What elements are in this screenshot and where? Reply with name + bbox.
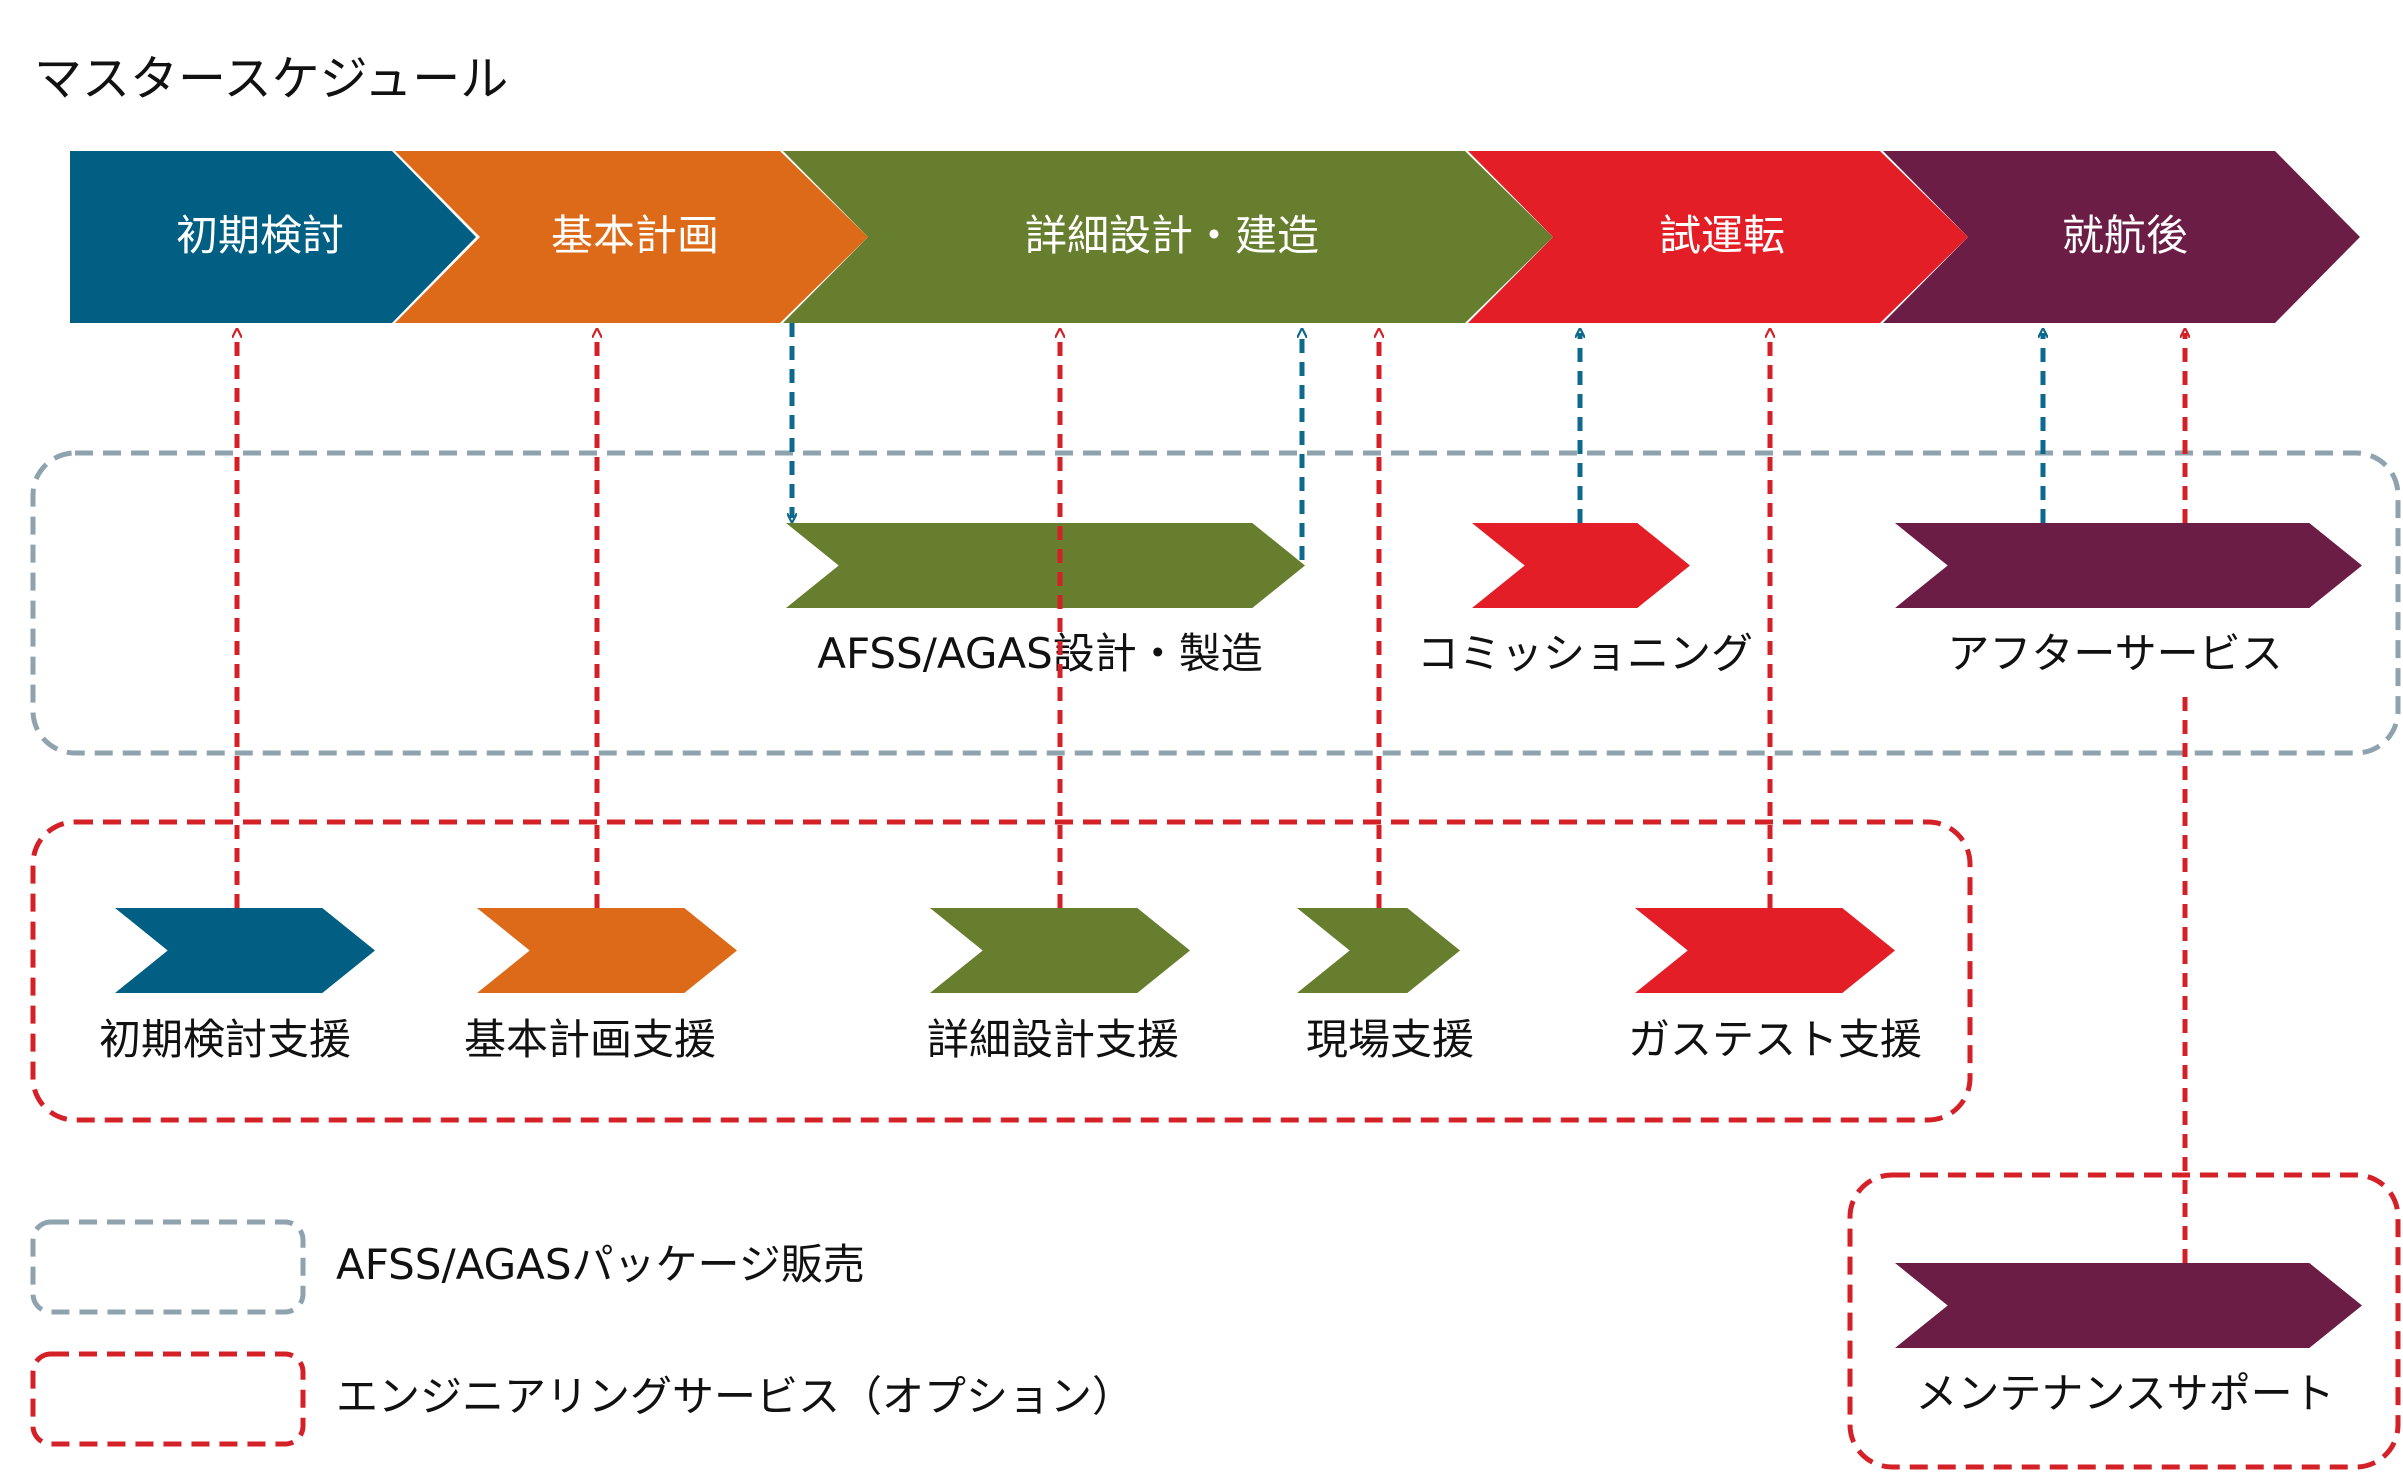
- legend-label-engineering: エンジニアリングサービス（オプション）: [336, 1372, 1134, 1421]
- package-label-1: AFSS/AGAS設計・製造: [817, 629, 1263, 678]
- phase-arrow-5: [1883, 151, 2360, 323]
- legend-swatch-engineering: [30, 1351, 306, 1447]
- engineering-label-1: 初期検討支援: [99, 1015, 351, 1064]
- phase-arrow-4: [1468, 151, 1968, 323]
- legend-swatch-package: [30, 1219, 306, 1315]
- maintenance-label: メンテナンスサポート: [1915, 1369, 2334, 1418]
- phase-label-4: 試運転: [1659, 211, 1785, 260]
- package-chevron-3: [1895, 523, 2362, 608]
- phase-arrow-1: [70, 151, 476, 323]
- engineering-label-2: 基本計画支援: [464, 1015, 716, 1064]
- phase-label-3: 詳細設計・建造: [1025, 211, 1319, 260]
- phase-label-1: 初期検討: [176, 211, 344, 260]
- engineering-label-4: 現場支援: [1306, 1015, 1474, 1064]
- engineering-label-3: 詳細設計支援: [927, 1015, 1179, 1064]
- phase-arrow-2: [395, 151, 868, 323]
- package-chevron-2: [1472, 523, 1690, 608]
- engineering-chevron-3: [930, 908, 1190, 993]
- phase-label-2: 基本計画: [551, 211, 719, 260]
- maintenance-group-box: [1847, 1172, 2401, 1470]
- package-label-2: コミッショニング: [1417, 629, 1753, 678]
- phase-arrow-3: [783, 151, 1553, 323]
- maintenance-chevron: [1895, 1263, 2362, 1348]
- maintenance-row: メンテナンスサポート: [1895, 1263, 2362, 1418]
- engineering-label-5: ガステスト支援: [1628, 1015, 1922, 1064]
- page-title: マスタースケジュール: [34, 51, 508, 107]
- engineering-chevron-5: [1635, 908, 1895, 993]
- package-row: AFSS/AGAS設計・製造 コミッショニング アフターサービス: [786, 523, 2362, 678]
- engineering-row: 初期検討支援 基本計画支援 詳細設計支援 現場支援 ガステスト支援: [99, 908, 1922, 1064]
- legend-label-package: AFSS/AGASパッケージ販売: [336, 1240, 865, 1289]
- engineering-chevron-1: [115, 908, 375, 993]
- phase-band: 初期検討 基本計画 詳細設計・建造 試運転 就航後: [70, 151, 2360, 323]
- engineering-group-box: [30, 819, 1973, 1123]
- phase-label-5: 就航後: [2062, 211, 2188, 260]
- package-group-box: [30, 450, 2401, 756]
- engineering-chevron-2: [477, 908, 737, 993]
- package-label-3: アフターサービス: [1947, 629, 2282, 678]
- package-chevron-1: [786, 523, 1305, 608]
- engineering-chevron-4: [1297, 908, 1460, 993]
- connectors: [237, 323, 2185, 1263]
